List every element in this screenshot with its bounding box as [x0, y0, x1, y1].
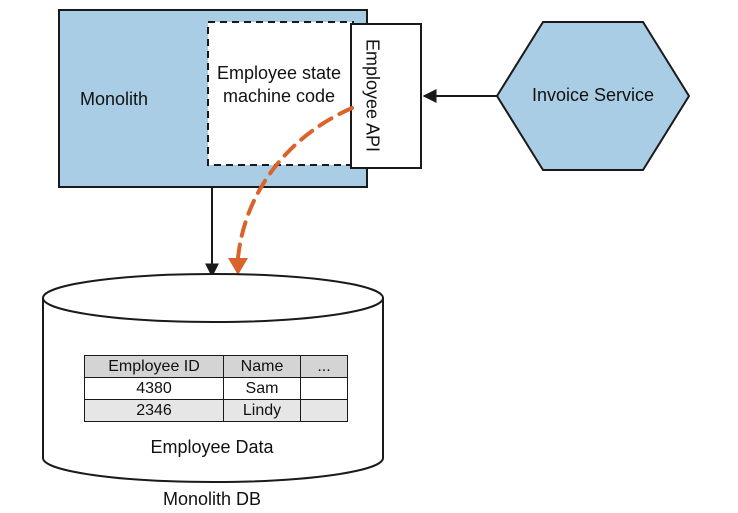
employee-data-table: Employee ID Name ... 4380 Sam 2346 Lindy [84, 355, 348, 422]
table-cell: 4380 [84, 377, 224, 400]
table-cell: 2346 [84, 399, 224, 422]
table-cell: Lindy [223, 399, 301, 422]
employee-data-label: Employee Data [150, 437, 274, 457]
employee-api-label: Employee API [362, 39, 383, 153]
api-to-db-dashed-arrow [236, 106, 354, 260]
table-cell [300, 399, 348, 422]
state-machine-box [207, 21, 354, 166]
employee-api-box [350, 23, 422, 169]
column-header: Employee ID [84, 355, 224, 378]
monolith-db-label: Monolith DB [162, 489, 262, 509]
dashed-arrow-head [228, 258, 248, 275]
database-cylinder-top [42, 273, 384, 323]
table-header-row: Employee ID Name ... [84, 355, 348, 378]
monolith-label: Monolith [80, 89, 149, 109]
state-machine-label: Employee state machine code [216, 63, 342, 106]
table-cell [300, 377, 348, 400]
column-header: ... [300, 355, 348, 378]
table-row: 4380 Sam [84, 377, 348, 400]
invoice-service-hexagon [495, 21, 691, 171]
invoice-service-label: Invoice Service [531, 85, 655, 105]
table-cell: Sam [223, 377, 301, 400]
column-header: Name [223, 355, 301, 378]
table-row: 2346 Lindy [84, 399, 348, 422]
